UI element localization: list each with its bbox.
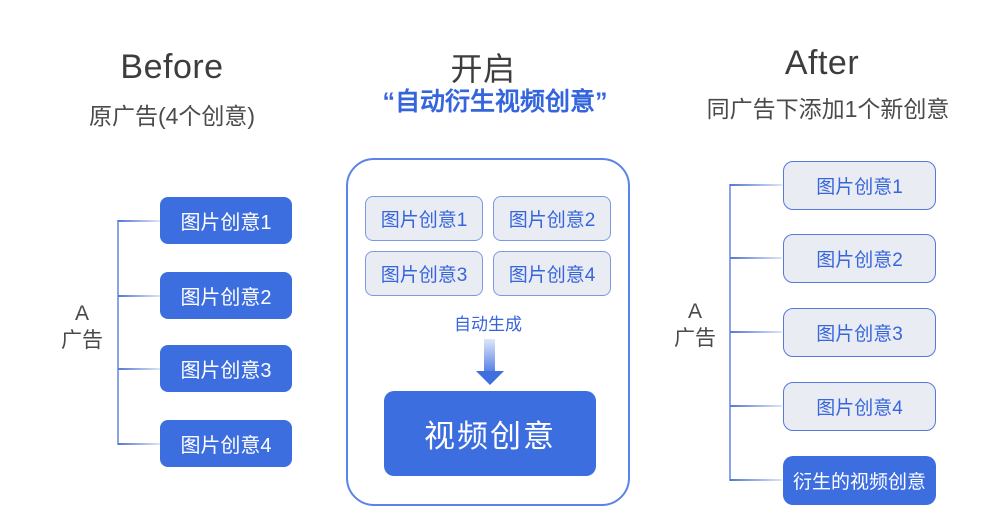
after-title: After: [784, 44, 860, 82]
before-connector-1: [118, 220, 160, 222]
after-subtitle: 同广告下添加1个新创意: [706, 96, 950, 122]
auto-generate-label: 自动生成: [454, 315, 522, 334]
before-group-label: A 广告: [50, 300, 114, 354]
process-creative-box-4: 图片创意4: [493, 251, 611, 296]
before-connector-3: [118, 368, 160, 370]
before-connector-2: [118, 295, 160, 297]
before-connector-4: [118, 443, 160, 445]
before-bracket-vline: [117, 220, 119, 445]
after-group-label: A 广告: [663, 298, 727, 352]
after-connector-4: [730, 405, 782, 407]
after-creative-box-4: 图片创意4: [783, 382, 936, 431]
after-creative-box-2: 图片创意2: [783, 234, 936, 283]
after-derived-video-box: 衍生的视频创意: [783, 456, 936, 505]
after-connector-5: [730, 479, 782, 481]
process-title: 开启: [450, 51, 516, 87]
video-creative-result-box: 视频创意: [384, 391, 596, 476]
after-creative-box-1: 图片创意1: [783, 161, 936, 210]
before-group-label-line2: 广告: [61, 329, 103, 352]
process-container: 图片创意1 图片创意2 图片创意3 图片创意4 自动生成 视频创意: [346, 158, 630, 506]
before-creative-box-4: 图片创意4: [160, 420, 292, 467]
before-subtitle: 原广告(4个创意): [88, 103, 256, 129]
process-creative-box-3: 图片创意3: [365, 251, 483, 296]
down-arrow-head-icon: [476, 371, 504, 385]
process-subtitle: “自动衍生视频创意”: [382, 88, 608, 116]
process-creative-box-2: 图片创意2: [493, 196, 611, 241]
before-title: Before: [120, 48, 224, 86]
after-group-label-line2: 广告: [674, 327, 716, 350]
after-connector-1: [730, 184, 782, 186]
before-group-label-line1: A: [74, 302, 89, 325]
after-group-label-line1: A: [687, 300, 702, 323]
process-creative-box-1: 图片创意1: [365, 196, 483, 241]
before-creative-box-1: 图片创意1: [160, 197, 292, 244]
before-creative-box-2: 图片创意2: [160, 272, 292, 319]
down-arrow-icon: [484, 339, 495, 371]
after-connector-3: [730, 331, 782, 333]
before-creative-box-3: 图片创意3: [160, 345, 292, 392]
after-creative-box-3: 图片创意3: [783, 308, 936, 357]
after-connector-2: [730, 257, 782, 259]
